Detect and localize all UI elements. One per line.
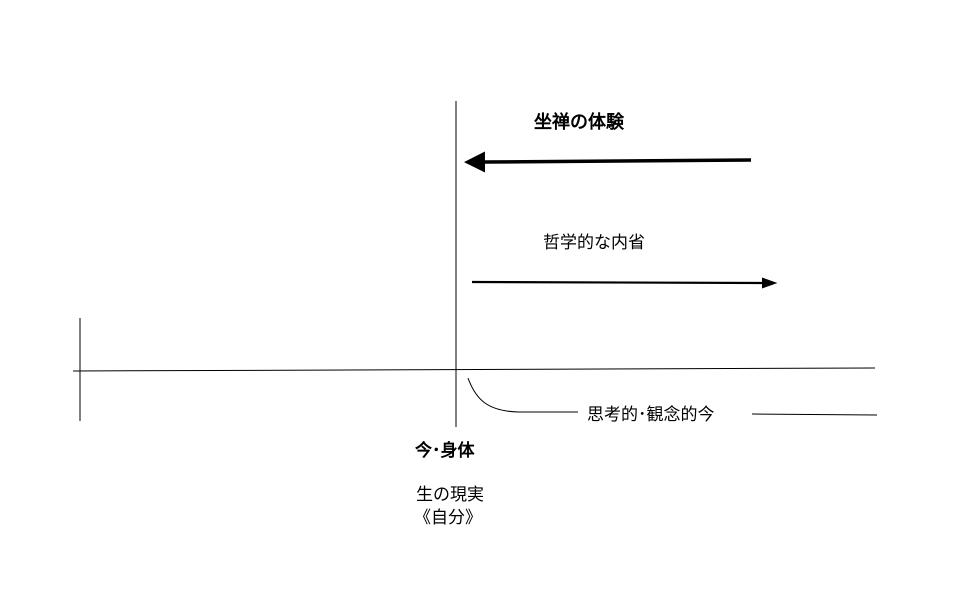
- zazen-arrow: [464, 151, 752, 173]
- shikou-curve: [467, 377, 578, 413]
- horizontal-axis: [72, 367, 876, 372]
- sei-no-genjitsu-label: 生の現実: [416, 485, 484, 505]
- tetsugaku-label: 哲学的な内省: [543, 233, 645, 253]
- ima-shintai-label: 今･身体: [415, 441, 475, 461]
- shikou-tail-line: [751, 413, 878, 416]
- jibun-label: 《自分》: [414, 508, 482, 528]
- zazen-label: 坐禅の体験: [534, 112, 624, 133]
- shikou-label: 思考的･観念的今: [583, 404, 719, 426]
- tetsugaku-arrow: [471, 277, 778, 289]
